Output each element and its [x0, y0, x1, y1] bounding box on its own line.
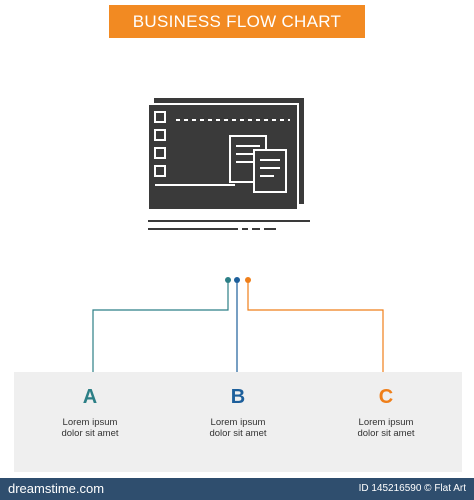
step-card-c: C Lorem ipsum dolor sit amet: [310, 372, 462, 472]
checkbox-2: [154, 129, 166, 141]
title-banner: BUSINESS FLOW CHART: [109, 5, 365, 38]
step-card-a: A Lorem ipsum dolor sit amet: [14, 372, 166, 472]
step-c-line1: Lorem ipsum: [358, 417, 414, 428]
step-c-line2: dolor sit amet: [357, 428, 415, 439]
footer-bar: dreamstime.com ID 145216590 © Flat Art: [0, 478, 474, 500]
checkbox-1: [154, 111, 166, 123]
dot-a: [225, 277, 231, 283]
step-b-line1: Lorem ipsum: [210, 417, 266, 428]
dot-c: [245, 277, 251, 283]
banner-title: BUSINESS FLOW CHART: [132, 11, 342, 31]
step-card-b: B Lorem ipsum dolor sit amet: [162, 372, 314, 472]
step-letter-a: A: [82, 386, 98, 408]
step-text-c: Lorem ipsum dolor sit amet: [310, 417, 462, 439]
step-a-line2: dolor sit amet: [61, 428, 119, 439]
window-layout-icon: [147, 98, 310, 230]
dot-b: [234, 277, 240, 283]
footer-brand: dreamstime.com: [8, 481, 105, 496]
step-a-line1: Lorem ipsum: [62, 417, 118, 428]
step-text-b: Lorem ipsum dolor sit amet: [162, 417, 314, 439]
checkbox-3: [154, 147, 166, 159]
step-text-a: Lorem ipsum dolor sit amet: [14, 417, 166, 439]
checkbox-4: [154, 165, 166, 177]
connector-a: [92, 282, 229, 374]
step-letter-b: B: [230, 386, 246, 408]
document-2: [253, 149, 287, 193]
step-letter-c: C: [378, 386, 394, 408]
connector-c: [247, 282, 384, 374]
flow-connectors: [92, 277, 384, 374]
footer-image-id: ID 145216590 © Flat Art: [358, 483, 466, 494]
step-b-line2: dolor sit amet: [209, 428, 267, 439]
